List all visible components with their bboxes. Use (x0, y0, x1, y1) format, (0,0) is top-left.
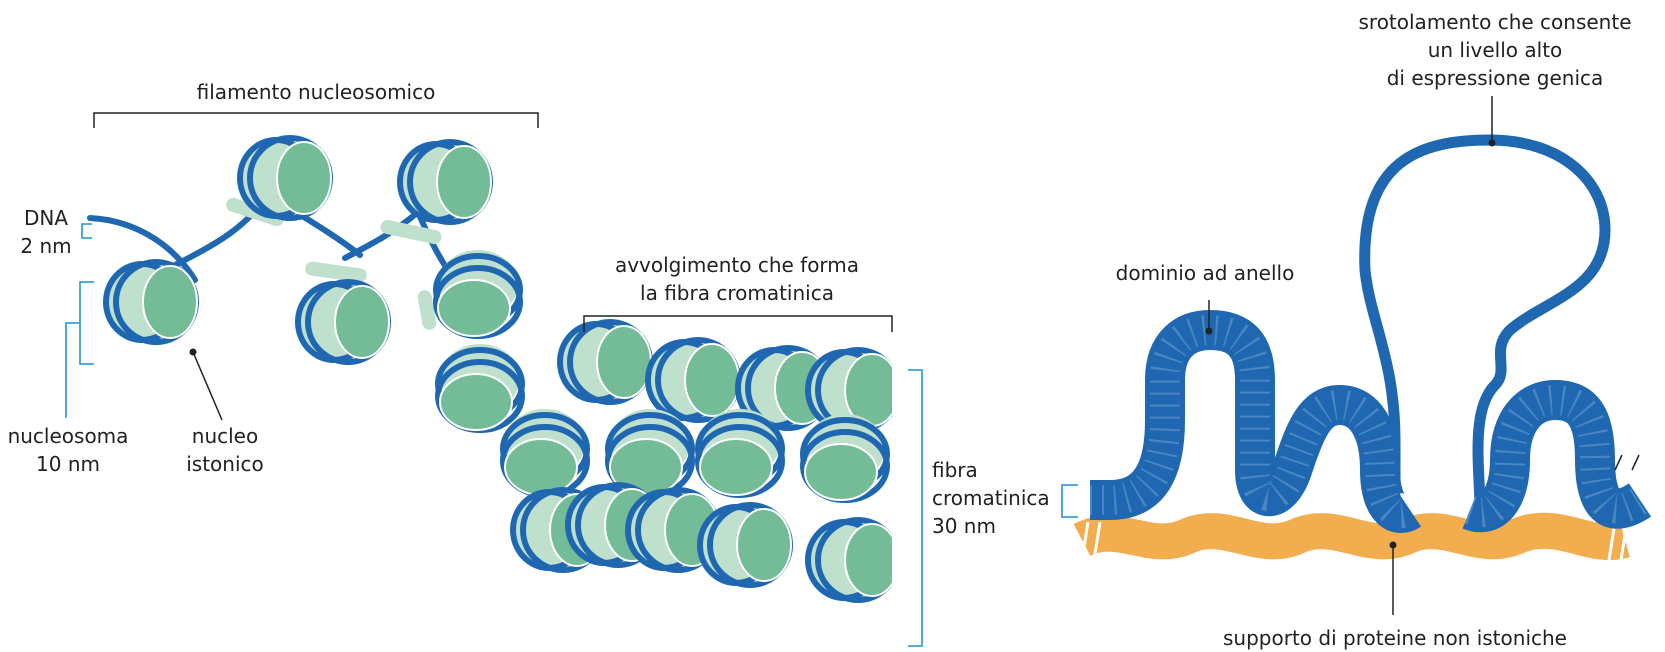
label-avvolgimento-1: avvolgimento che forma (615, 253, 859, 277)
nucleosome (803, 414, 887, 500)
label-nucleo: nucleo (192, 424, 258, 448)
linker-histone (304, 261, 367, 283)
nucleosome (298, 282, 389, 362)
nucleo-leader (193, 352, 222, 420)
nucleosome (438, 344, 522, 430)
chromatin-fiber (503, 322, 932, 620)
nonhistone-scaffold (1082, 531, 1625, 542)
nucleosome (240, 138, 331, 218)
label-fibra-1: fibra (932, 458, 978, 482)
label-fibra-3: 30 nm (932, 514, 996, 538)
nucleosome (698, 409, 782, 495)
nucleosome (808, 520, 899, 600)
label-avvolgimento-2: la fibra cromatinica (640, 281, 834, 305)
label-fibra-2: cromatinica (932, 486, 1050, 510)
nucleosoma-bracket (66, 282, 94, 418)
nucleosome (700, 505, 791, 585)
label-dominio: dominio ad anello (1116, 261, 1295, 285)
nucleosomal-filament (90, 138, 522, 430)
label-dna: DNA (24, 206, 68, 230)
loop-bracket (1062, 485, 1078, 517)
label-srotolamento-1: srotolamento che consente (1358, 10, 1631, 34)
label-nucleosoma-size: 10 nm (36, 452, 100, 476)
label-nucleosoma: nucleosoma (8, 424, 129, 448)
nucleosome (436, 250, 520, 336)
dna-bracket (82, 224, 92, 238)
nucleosome (106, 262, 197, 342)
label-dna-size: 2 nm (20, 234, 71, 258)
label-filamento: filamento nucleosomico (197, 80, 436, 104)
label-istonico: istonico (186, 452, 264, 476)
nucleosome (503, 409, 587, 495)
label-srotolamento-3: di espressione genica (1387, 66, 1604, 90)
filamento-bracket (94, 113, 538, 128)
unfolded-loop (1365, 140, 1605, 510)
nucleosome (648, 340, 739, 420)
label-supporto: supporto di proteine non istoniche (1223, 626, 1567, 650)
nucleosome (560, 322, 651, 402)
label-srotolamento-2: un livello alto (1428, 38, 1563, 62)
nucleosome (400, 142, 491, 222)
loop-domains (1082, 140, 1640, 560)
